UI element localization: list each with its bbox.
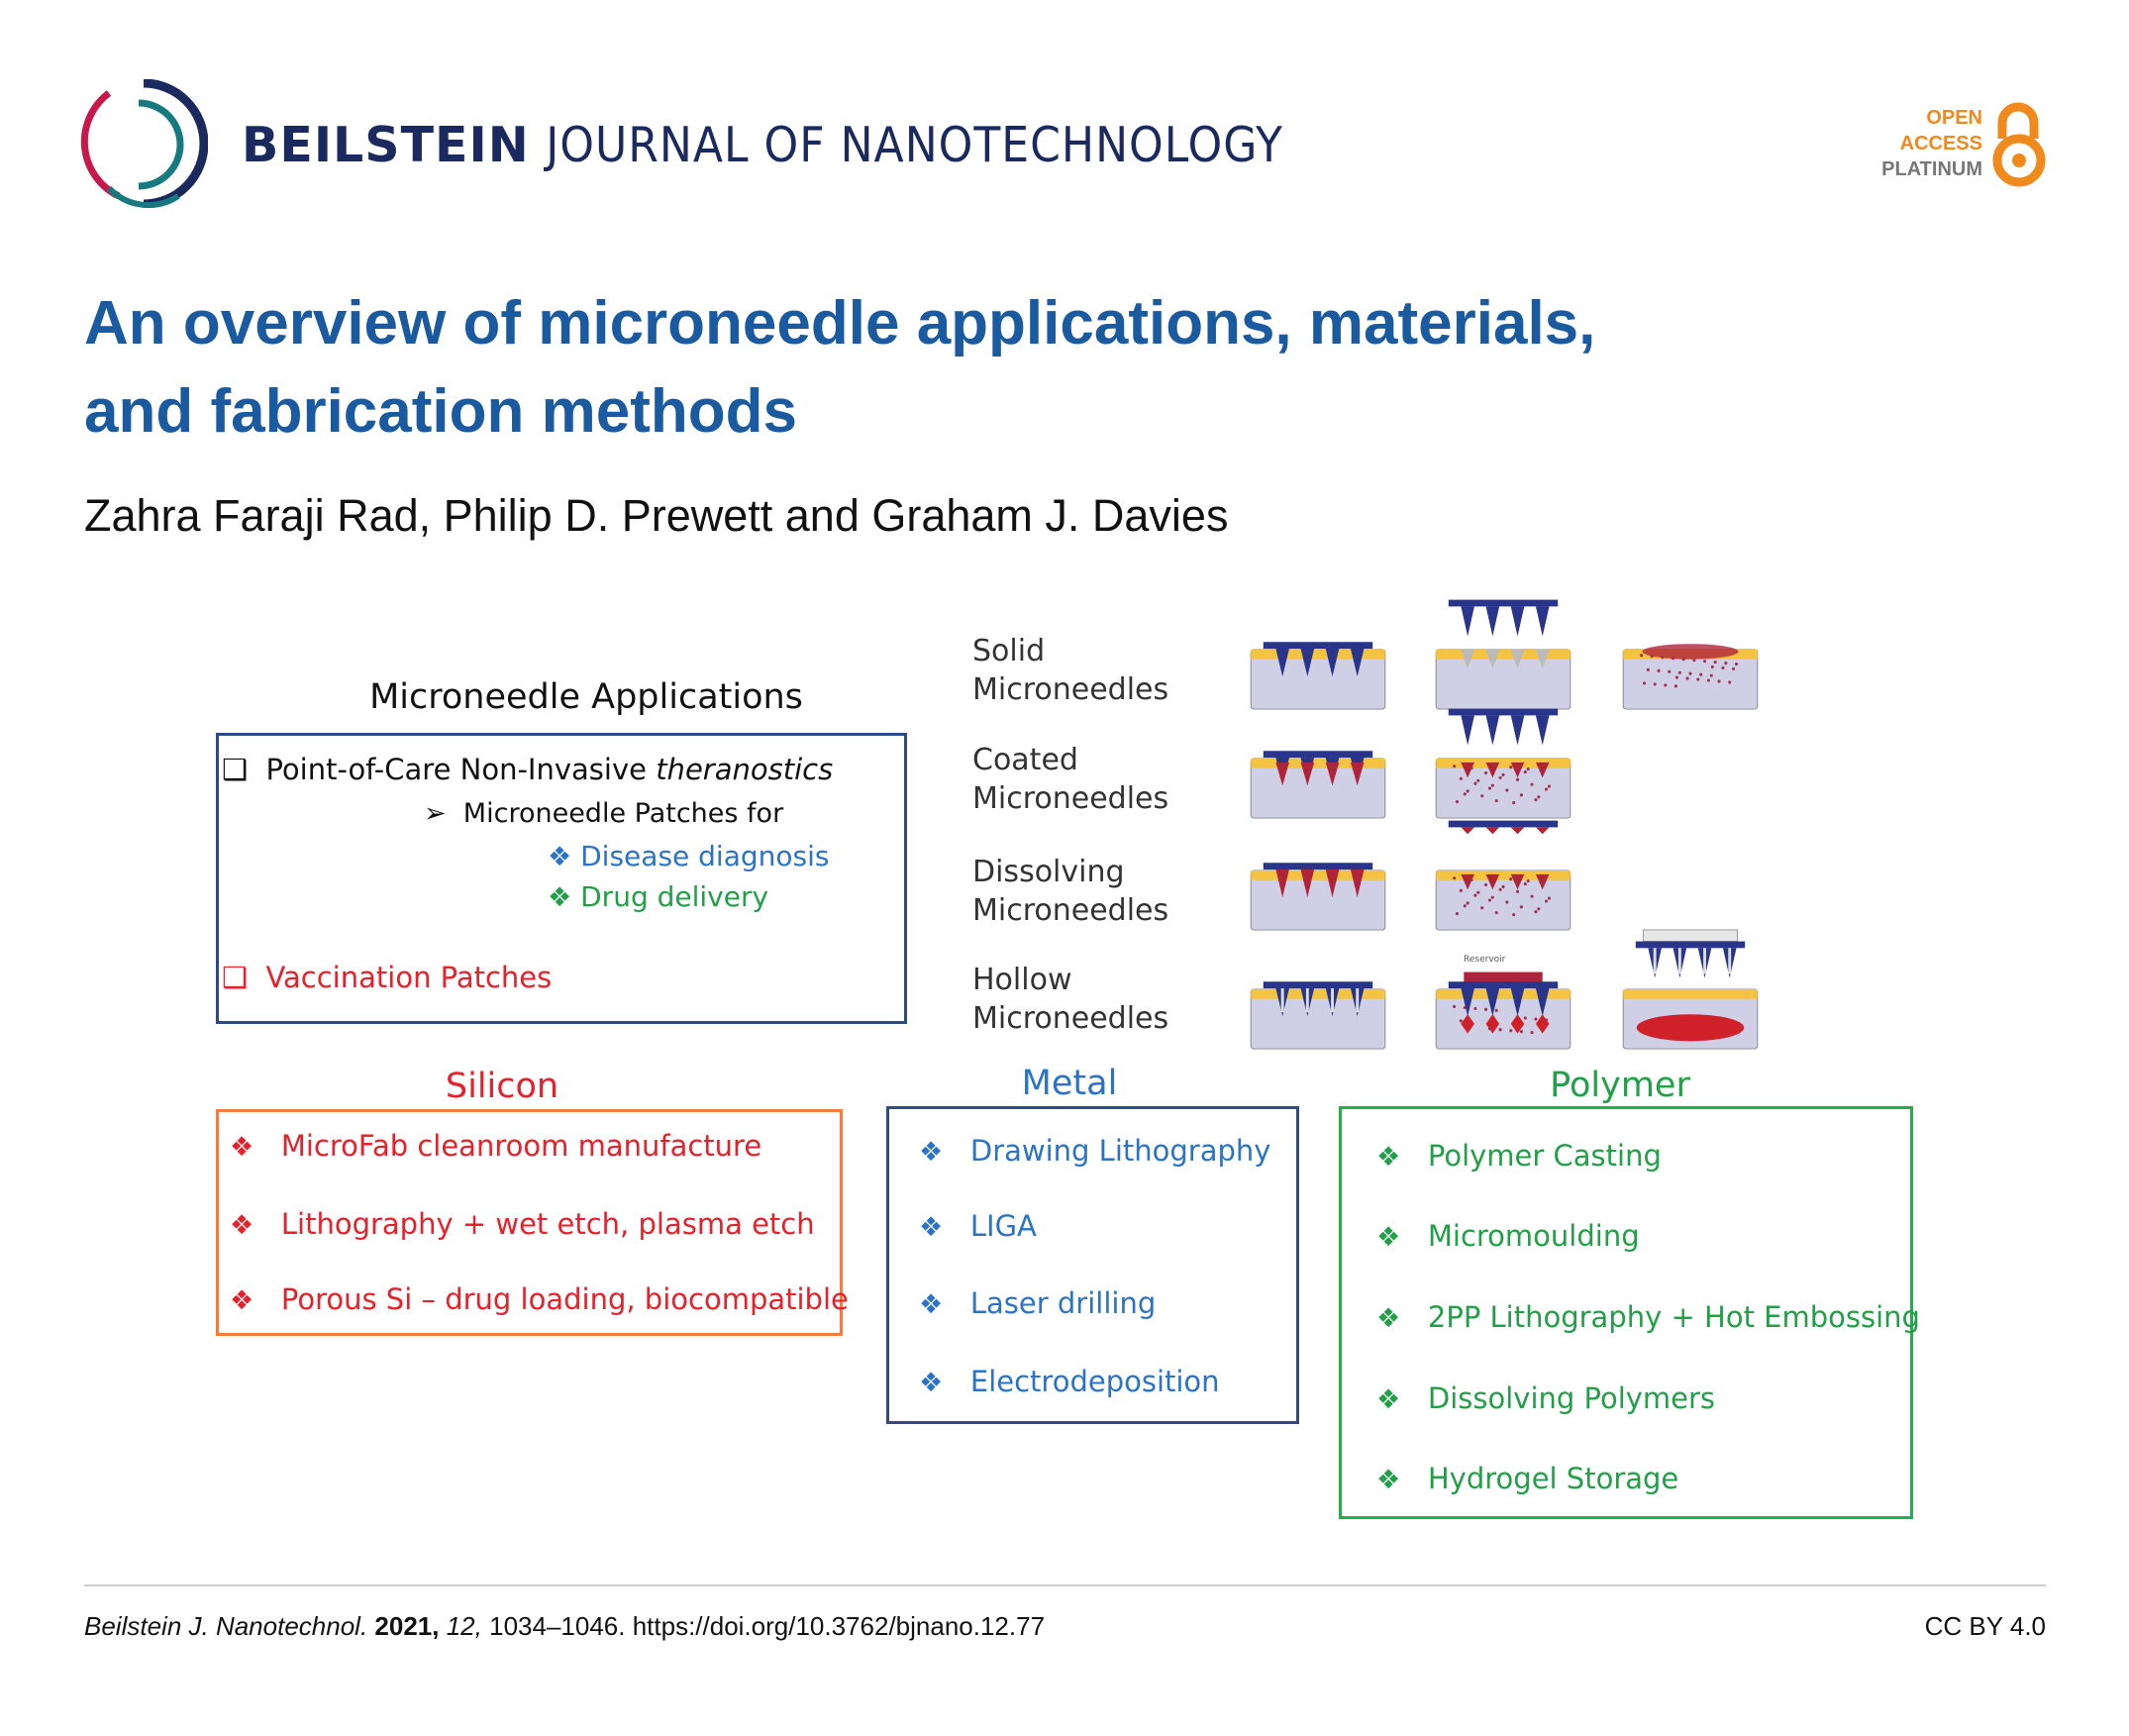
checkbox-icon: ❑ (222, 753, 248, 786)
silicon-item: ❖ MicroFab cleanroom manufacture (230, 1129, 762, 1163)
type-label-solid: Solid Microneedles (972, 634, 1169, 707)
metal-box (886, 1106, 1299, 1424)
checkbox-icon: ❑ (222, 961, 248, 994)
solid-diffused-diagram (1622, 644, 1759, 710)
polymer-heading: Polymer (1550, 1066, 1690, 1105)
diamond-bullet-icon: ❖ (1376, 1384, 1401, 1415)
coated-removed-diagram (1435, 708, 1571, 819)
polymer-box (1339, 1106, 1913, 1519)
polymer-item: ❖ Hydrogel Storage (1376, 1462, 1679, 1495)
applications-heading: Microneedle Applications (369, 677, 803, 717)
diamond-bullet-icon: ❖ (1376, 1303, 1401, 1334)
open-access-lock-icon (1992, 102, 2046, 187)
metal-heading: Metal (1021, 1064, 1118, 1103)
diamond-bullet-icon: ❖ (548, 882, 572, 913)
type-label-dissolving: Dissolving Microneedles (972, 855, 1169, 928)
oa-access: ACCESS (1899, 133, 1982, 154)
bullet-drug-delivery: ❖ Drug delivery (548, 880, 769, 913)
diamond-bullet-icon: ❖ (919, 1212, 944, 1243)
citation: Beilstein J. Nanotechnol. 2021, 12, 1034… (84, 1611, 1046, 1641)
article-title: An overview of microneedle applications,… (84, 289, 1596, 446)
coated-inserted-diagram (1250, 751, 1386, 819)
type-label-hollow: Hollow Microneedles (972, 963, 1169, 1036)
type-label-coated: Coated Microneedles (972, 743, 1169, 816)
arrow-icon: ➢ (424, 798, 447, 829)
footer-divider (84, 1584, 2046, 1586)
diamond-bullet-icon: ❖ (230, 1132, 254, 1163)
diamond-bullet-icon: ❖ (1376, 1465, 1401, 1495)
applications-box (216, 733, 907, 1024)
metal-item: ❖ Electrodeposition (919, 1365, 1220, 1398)
diamond-bullet-icon: ❖ (230, 1285, 254, 1316)
diamond-bullet-icon: ❖ (1376, 1142, 1401, 1173)
diamond-bullet-icon: ❖ (1376, 1222, 1401, 1253)
metal-item: ❖ LIGA (919, 1209, 1037, 1243)
diamond-bullet-icon: ❖ (919, 1368, 944, 1398)
dissolving-removed-diagram (1435, 820, 1571, 931)
diamond-bullet-icon: ❖ (919, 1137, 944, 1168)
polymer-item: ❖ Dissolving Polymers (1376, 1381, 1716, 1415)
oa-platinum: PLATINUM (1881, 158, 1982, 180)
journal-name: BEILSTEIN JOURNAL OF NANOTECHNOLOGY (242, 117, 1283, 173)
polymer-item: ❖ Micromoulding (1376, 1219, 1640, 1253)
hollow-inserted-diagram (1250, 981, 1386, 1050)
reservoir-label: Reservoir (1464, 955, 1506, 965)
silicon-item: ❖ Porous Si – drug loading, biocompatibl… (230, 1282, 849, 1316)
solid-removed-diagram (1435, 599, 1571, 710)
solid-inserted-diagram (1250, 642, 1386, 710)
bullet-disease-diagnosis: ❖ Disease diagnosis (548, 840, 830, 872)
oa-open: OPEN (1926, 107, 1982, 129)
silicon-item: ❖ Lithography + wet etch, plasma etch (230, 1207, 815, 1241)
polymer-item: ❖ 2PP Lithography + Hot Embossing (1376, 1300, 1920, 1334)
silicon-heading: Silicon (445, 1067, 559, 1106)
metal-item: ❖ Laser drilling (919, 1286, 1157, 1320)
beilstein-logo (80, 79, 208, 208)
license: CC BY 4.0 (1924, 1611, 2046, 1641)
diamond-bullet-icon: ❖ (230, 1210, 254, 1241)
applications-item-theranostics: ❑ Point-of-Care Non-Invasive theranostic… (222, 753, 834, 786)
dissolving-inserted-diagram (1250, 863, 1386, 931)
metal-item: ❖ Drawing Lithography (919, 1134, 1271, 1168)
hollow-infusion-diagram (1622, 929, 1759, 1050)
applications-item-vaccination: ❑ Vaccination Patches (222, 961, 553, 994)
diamond-bullet-icon: ❖ (919, 1289, 944, 1320)
polymer-item: ❖ Polymer Casting (1376, 1139, 1662, 1173)
diamond-bullet-icon: ❖ (548, 842, 572, 872)
authors: Zahra Faraji Rad, Philip D. Prewett and … (84, 490, 1229, 541)
silicon-box (216, 1109, 843, 1336)
applications-subitem: ➢ Microneedle Patches for (424, 798, 784, 829)
hollow-reservoir-diagram (1435, 971, 1571, 1050)
